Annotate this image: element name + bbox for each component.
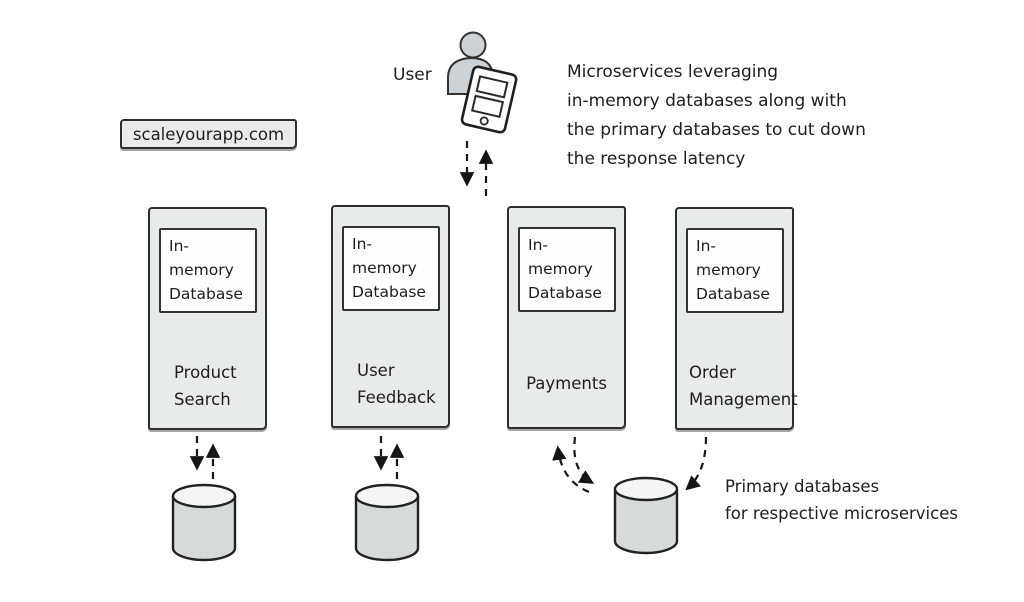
product-search-db-arrows (189, 436, 221, 479)
database-top-icon (613, 476, 679, 502)
service-name: Order Management (689, 363, 798, 409)
service-card-payments: In-memory Database Payments (507, 206, 626, 429)
service-name: Payments (526, 374, 607, 393)
site-label-box: scaleyourapp.com (120, 119, 297, 149)
annotation-line: the response latency (567, 149, 746, 169)
user-label: User (393, 65, 432, 85)
database-icon (171, 496, 237, 562)
service-card-order-management: In-memory Database Order Management (675, 207, 798, 430)
in-memory-database-box: In-memory Database (159, 228, 257, 313)
primary-database-cylinder-shared (613, 476, 679, 555)
curved-arrow-icon (573, 436, 595, 484)
service-name: User Feedback (357, 361, 436, 407)
order-management-db-arrow (685, 436, 708, 491)
payments-db-arrows (552, 436, 595, 494)
primary-db-note: Primary databases for respective microse… (725, 473, 958, 527)
annotation-note: Microservices leveraging in-memory datab… (567, 58, 866, 174)
primary-db-note-line: for respective microservices (725, 504, 958, 523)
in-memory-database-box: In-memory Database (518, 227, 616, 312)
person-head-icon (459, 31, 487, 59)
database-icon (613, 489, 679, 555)
service-name: Product Search (174, 363, 237, 409)
primary-database-cylinder-user-feedback (354, 483, 420, 562)
annotation-line: the primary databases to cut down (567, 120, 866, 140)
in-memory-database-box: In-memory Database (342, 226, 440, 311)
database-top-icon (354, 483, 420, 509)
curved-arrow-icon (552, 445, 590, 494)
tablet-icon (460, 65, 518, 134)
user-feedback-db-arrows (373, 436, 405, 479)
primary-db-note-line: Primary databases (725, 477, 880, 496)
site-label: scaleyourapp.com (132, 124, 285, 144)
service-card-product-search: In-memory Database Product Search (148, 207, 267, 430)
database-top-icon (171, 483, 237, 509)
database-icon (354, 496, 420, 562)
primary-database-cylinder-product-search (171, 483, 237, 562)
service-card-user-feedback: In-memory Database User Feedback (331, 205, 450, 428)
curved-arrow-icon (685, 436, 708, 491)
user-request-arrows (459, 141, 494, 196)
annotation-line: in-memory databases along with (567, 91, 847, 111)
in-memory-database-box: In-memory Database (686, 228, 784, 313)
annotation-line: Microservices leveraging (567, 62, 779, 82)
user-icon (447, 31, 518, 134)
